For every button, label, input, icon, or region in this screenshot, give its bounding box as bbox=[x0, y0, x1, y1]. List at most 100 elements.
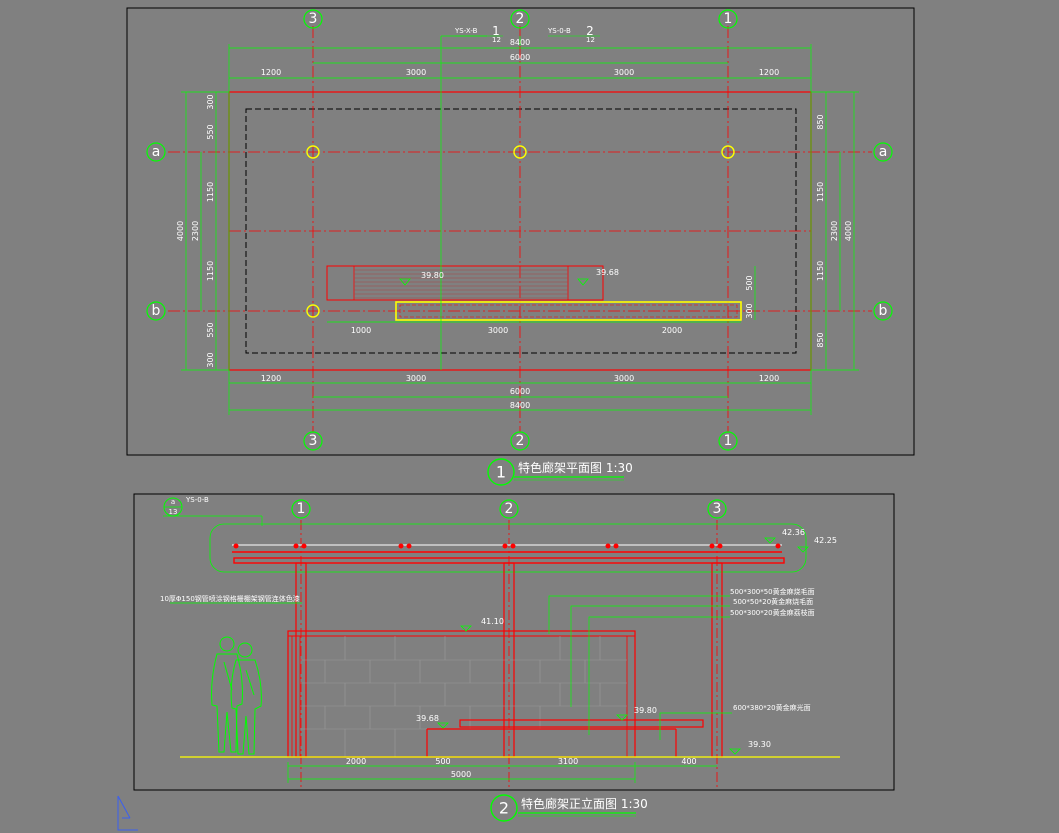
plan-dim-top-seg: 1200 bbox=[261, 68, 281, 77]
plan-dim-bottom-seg: 3000 bbox=[406, 374, 426, 383]
plan-dim-top-outer: 8400 bbox=[510, 38, 530, 47]
elevation-level: 39.80 bbox=[634, 706, 657, 715]
plan-axis-top: 1 bbox=[724, 11, 733, 27]
plan-dim-left-seg: 550 bbox=[206, 124, 215, 139]
ucs-icon bbox=[117, 795, 138, 831]
plan-axis-bubbles bbox=[146, 9, 893, 451]
plan-dim-top-seg: 1200 bbox=[759, 68, 779, 77]
plan-dim-left-seg: 1150 bbox=[206, 182, 215, 202]
elevation-level: 39.30 bbox=[748, 740, 771, 749]
elevation-note: 500*50*20黄金麻烧毛面 bbox=[733, 597, 813, 606]
elevation-title-block: 2 特色廊架正立面图 1:30 bbox=[490, 794, 648, 822]
elevation-title: 特色廊架正立面图 1:30 bbox=[521, 796, 648, 811]
plan-view: 8400 6000 1200 3000 3000 1200 1200 3000 … bbox=[126, 7, 915, 486]
elevation-note: 10厚Φ150钢管喷涂钢格栅棚架钢管连体色漆 bbox=[160, 594, 300, 603]
plan-dim-left-seg: 550 bbox=[206, 322, 215, 337]
elevation-axis: 3 bbox=[713, 501, 722, 517]
plan-axis-bottom: 1 bbox=[724, 433, 733, 449]
elevation-dim: 500 bbox=[435, 757, 450, 766]
plan-ref2-num: 2 bbox=[586, 24, 594, 38]
plan-title: 特色廊架平面图 1:30 bbox=[518, 460, 633, 475]
plan-dim-right-seg: 1150 bbox=[816, 182, 825, 202]
plan-ref1-num: 1 bbox=[492, 24, 500, 38]
plan-dim-right-mid: 2300 bbox=[830, 221, 839, 241]
plan-axis-right: a bbox=[879, 144, 888, 160]
plan-ref2-code: YS-0-B bbox=[547, 27, 571, 35]
plan-bench-side-dim: 300 bbox=[745, 303, 754, 318]
plan-bench-side-dim: 500 bbox=[745, 275, 754, 290]
plan-frame bbox=[126, 7, 915, 456]
elevation-note: 600*380*20黄金麻光面 bbox=[733, 703, 811, 712]
plan-dim-right-seg: 1150 bbox=[816, 261, 825, 281]
plan-axis-top: 3 bbox=[309, 11, 318, 27]
elevation-dim: 2000 bbox=[346, 757, 366, 766]
elevation-note: 500*300*20黄金麻荔枝面 bbox=[730, 608, 815, 617]
elevation-axis-bubbles bbox=[291, 499, 727, 519]
plan-ref2-sheet: 12 bbox=[586, 36, 595, 44]
elevation-view: 42.36 42.25 41.10 39.80 39.68 39.30 10厚Φ… bbox=[133, 493, 895, 822]
plan-dim-left-seg: 1150 bbox=[206, 261, 215, 281]
plan-dim-bottom-seg: 3000 bbox=[614, 374, 634, 383]
elevation-roof bbox=[232, 543, 785, 564]
elevation-ref-code: YS-0-B bbox=[185, 496, 209, 504]
elevation-level-markers bbox=[437, 537, 809, 755]
plan-axis-top: 2 bbox=[516, 11, 525, 27]
plan-level-label: 39.80 bbox=[421, 271, 444, 280]
plan-dim-text: 8400 6000 1200 3000 3000 1200 1200 3000 … bbox=[176, 38, 853, 410]
plan-axis-left: a bbox=[152, 144, 161, 160]
plan-dim-bottom-mid: 6000 bbox=[510, 387, 530, 396]
plan-level-markers bbox=[399, 278, 589, 286]
plan-dim-left-mid: 2300 bbox=[191, 221, 200, 241]
elevation-ref-letter: a bbox=[171, 498, 175, 506]
plan-dim-bottom-seg: 1200 bbox=[261, 374, 281, 383]
plan-dim-right-total: 4000 bbox=[844, 221, 853, 241]
plan-dim-bottom-seg: 1200 bbox=[759, 374, 779, 383]
plan-bench bbox=[326, 265, 742, 321]
plan-axis-bottom: 3 bbox=[309, 433, 318, 449]
elevation-detail-ref: a 13 YS-0-B bbox=[163, 496, 209, 517]
plan-axis-left: b bbox=[152, 303, 161, 319]
plan-detail-ref-2: YS-0-B 2 12 bbox=[547, 24, 600, 44]
elevation-frame bbox=[133, 493, 895, 791]
plan-title-number: 1 bbox=[496, 463, 506, 482]
plan-title-block: 1 特色廊架平面图 1:30 bbox=[487, 458, 633, 486]
plan-dim-top-seg: 3000 bbox=[406, 68, 426, 77]
plan-dim-right-seg: 850 bbox=[816, 332, 825, 347]
plan-ref1-code: YS-X-B bbox=[454, 27, 478, 35]
plan-dim-top-seg: 3000 bbox=[614, 68, 634, 77]
plan-grid-lines bbox=[168, 26, 872, 432]
elevation-ref-sheet: 13 bbox=[169, 508, 178, 516]
elevation-title-number: 2 bbox=[499, 799, 509, 818]
elevation-axis: 1 bbox=[297, 501, 306, 517]
elevation-level: 39.68 bbox=[416, 714, 439, 723]
plan-bench-dim: 3000 bbox=[488, 326, 508, 335]
plan-dim-top-mid: 6000 bbox=[510, 53, 530, 62]
plan-dim-left-seg: 300 bbox=[206, 94, 215, 109]
elevation-human-figures bbox=[211, 636, 262, 755]
elevation-dim: 5000 bbox=[451, 770, 471, 779]
elevation-level: 42.25 bbox=[814, 536, 837, 545]
elevation-bench bbox=[426, 719, 704, 757]
elevation-dim: 400 bbox=[681, 757, 696, 766]
plan-dim-left-total: 4000 bbox=[176, 221, 185, 241]
plan-dim-right-seg: 850 bbox=[816, 114, 825, 129]
plan-bench-dim: 1000 bbox=[351, 326, 371, 335]
plan-axis-bottom: 2 bbox=[516, 433, 525, 449]
elevation-grid-lines bbox=[300, 520, 718, 790]
elevation-level: 41.10 bbox=[481, 617, 504, 626]
elevation-dim: 3100 bbox=[558, 757, 578, 766]
elevation-axis: 2 bbox=[505, 501, 514, 517]
plan-dim-bottom-outer: 8400 bbox=[510, 401, 530, 410]
plan-columns bbox=[306, 145, 735, 318]
plan-dimension-lines bbox=[181, 35, 859, 415]
plan-dim-left-seg: 300 bbox=[206, 352, 215, 367]
elevation-note: 500*300*50黄金麻烧毛面 bbox=[730, 587, 815, 596]
plan-ref1-sheet: 12 bbox=[492, 36, 501, 44]
elevation-level: 42.36 bbox=[782, 528, 805, 537]
plan-level-label: 39.68 bbox=[596, 268, 619, 277]
plan-detail-ref-1: YS-X-B 1 12 bbox=[454, 24, 503, 44]
elevation-wall bbox=[287, 630, 636, 758]
elevation-dimension-lines bbox=[287, 762, 717, 783]
elevation-detail-cloud bbox=[209, 523, 807, 573]
